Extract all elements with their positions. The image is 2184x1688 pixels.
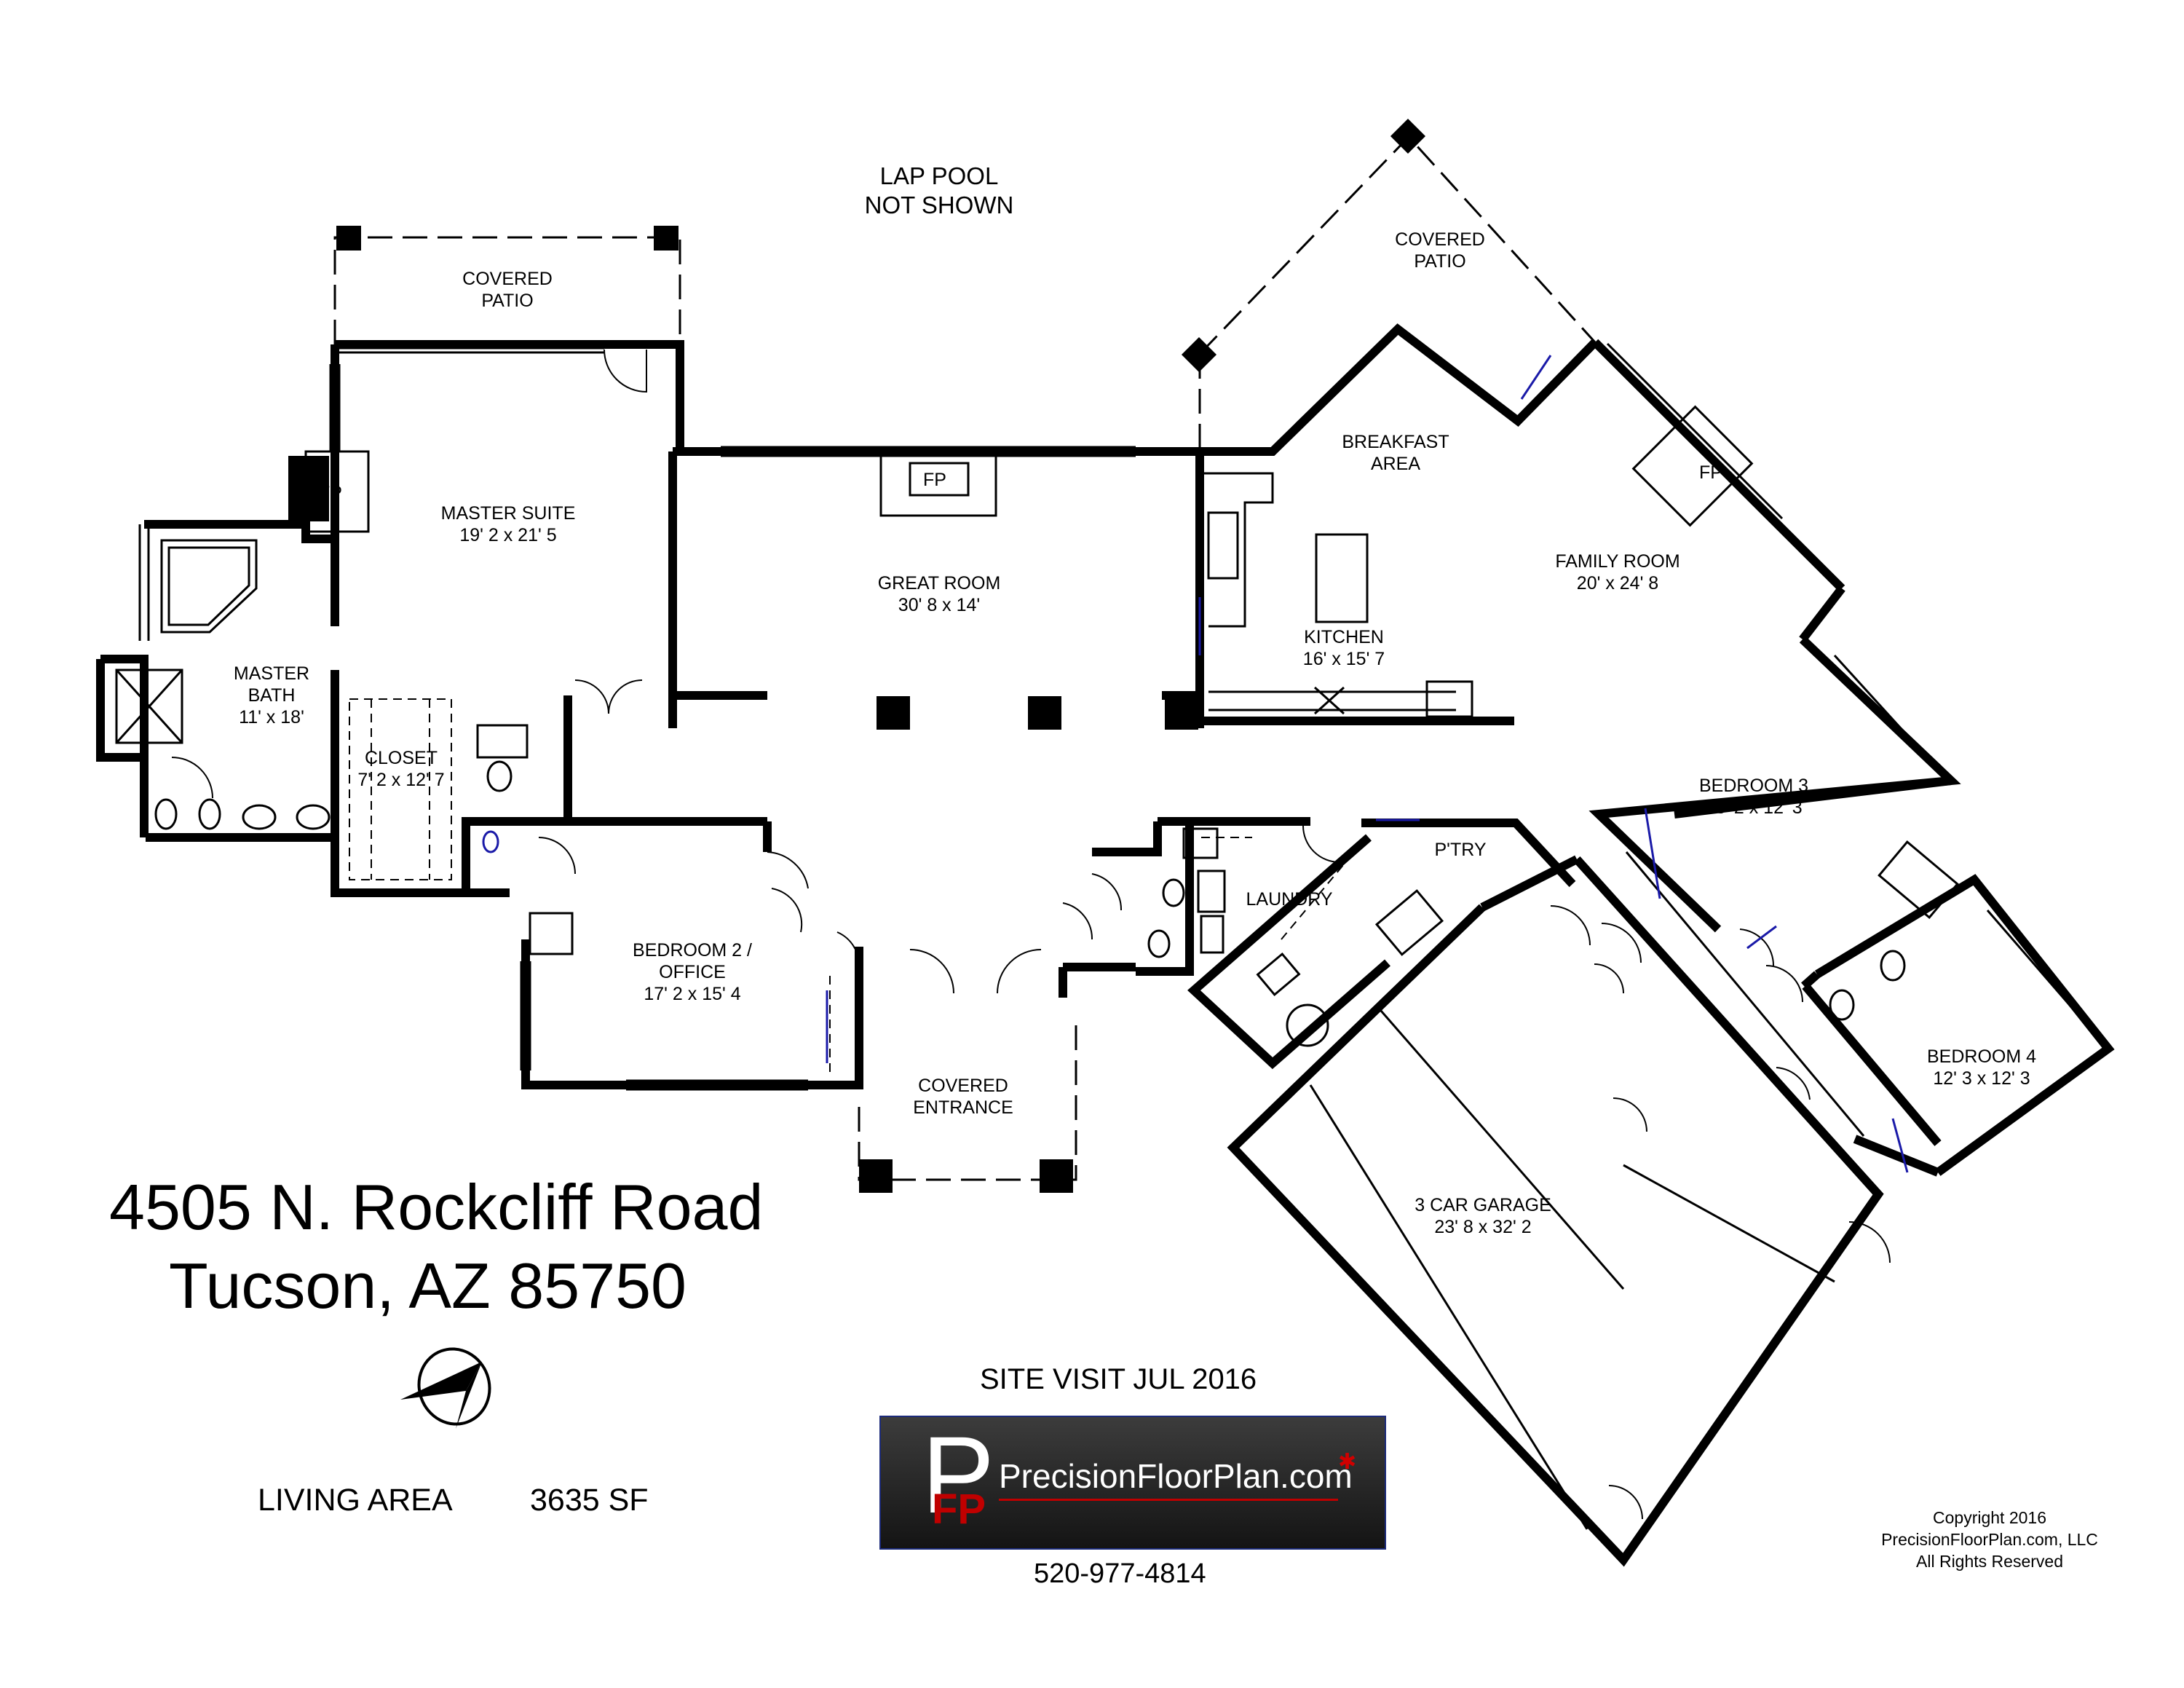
room-laundry: LAUNDRY — [1246, 888, 1332, 910]
logo-fp-letters: FP — [932, 1486, 986, 1533]
room-name: COVERED — [918, 1076, 1008, 1096]
room-garage: 3 CAR GARAGE 23' 8 x 32' 2 — [1415, 1194, 1551, 1238]
blue-door-lines — [826, 355, 1909, 1173]
fireplaces — [304, 405, 1754, 533]
room-bedroom2: BEDROOM 2 / OFFICE 17' 2 x 15' 4 — [633, 939, 752, 1005]
pool-note-line1: LAP POOL — [879, 162, 999, 189]
copyright-block: Copyright 2016 PrecisionFloorPlan.com, L… — [1881, 1507, 2098, 1573]
site-visit-date: SITE VISIT JUL 2016 — [980, 1363, 1257, 1395]
bath-fixtures — [115, 539, 1959, 1047]
room-family-room: FAMILY ROOM 20' x 24' 8 — [1555, 551, 1679, 594]
room-dimensions: 11' x 18' — [239, 707, 304, 727]
room-breakfast-area: BREAKFAST AREA — [1342, 431, 1449, 475]
room-name: FAMILY ROOM — [1555, 551, 1680, 572]
room-master-bath: MASTER BATH 11' x 18' — [234, 663, 309, 728]
living-area-value: 3635 SF — [530, 1483, 649, 1518]
room-name: MASTER — [233, 663, 310, 684]
room-master-suite: MASTER SUITE 19' 2 x 21' 5 — [441, 502, 576, 546]
room-name: 3 CAR GARAGE — [1415, 1195, 1551, 1215]
room-name: P'TRY — [1434, 840, 1487, 860]
room-name: BATH — [248, 685, 296, 706]
room-name: BREAKFAST — [1342, 432, 1449, 452]
room-name: COVERED — [1395, 229, 1485, 250]
company-logo: P FP PrecisionFloorPlan.com ✱ — [879, 1416, 1386, 1550]
room-name: ENTRANCE — [913, 1097, 1013, 1118]
room-name: BEDROOM 2 / — [633, 940, 752, 961]
logo-underline — [999, 1499, 1338, 1501]
room-name: AREA — [1370, 454, 1421, 474]
door-swings — [171, 349, 1891, 1520]
copyright-line: PrecisionFloorPlan.com, LLC — [1881, 1529, 2098, 1549]
room-name: KITCHEN — [1304, 627, 1384, 647]
room-covered-patio-right: COVERED PATIO — [1395, 229, 1485, 272]
room-closet: CLOSET 7' 2 x 12' 7 — [357, 747, 444, 791]
room-dimensions: 17' 2 x 15' 4 — [644, 984, 741, 1004]
room-dimensions: 23' 8 x 32' 2 — [1434, 1217, 1532, 1237]
room-dimensions: 16' x 15' 7 — [1302, 649, 1385, 669]
room-name: OFFICE — [659, 962, 726, 982]
windows — [138, 342, 2084, 1530]
fireplace-label: FP — [319, 483, 342, 503]
room-bedroom3: BEDROOM 3 13' 2 x 12' 3 — [1699, 775, 1808, 819]
room-name: BEDROOM 4 — [1926, 1046, 2037, 1067]
copyright-line: Copyright 2016 — [1933, 1508, 2046, 1527]
closet-shelves — [349, 698, 1362, 1078]
logo-brand-text: PrecisionFloorPlan.com — [999, 1457, 1353, 1495]
logo-star-icon: ✱ — [1338, 1450, 1357, 1474]
room-great-room: GREAT ROOM 30' 8 x 14' — [878, 572, 1001, 616]
living-area-label: LIVING AREA — [258, 1483, 453, 1518]
pool-note-line2: NOT SHOWN — [864, 191, 1014, 218]
room-dimensions: 30' 8 x 14' — [898, 595, 981, 615]
copyright-line: All Rights Reserved — [1916, 1551, 2063, 1571]
address-line1: 4505 N. Rockcliff Road — [109, 1171, 764, 1243]
room-dimensions: 13' 2 x 12' 3 — [1705, 797, 1803, 818]
room-pantry: P'TRY — [1435, 839, 1487, 861]
north-arrow-icon — [400, 1347, 491, 1429]
room-name: CLOSET — [364, 748, 438, 768]
room-dimensions: 19' 2 x 21' 5 — [459, 525, 557, 545]
room-dimensions: 7' 2 x 12' 7 — [357, 770, 445, 790]
room-name: BEDROOM 3 — [1698, 776, 1809, 796]
room-name: PATIO — [481, 291, 534, 311]
room-name: COVERED — [462, 269, 553, 289]
room-name: PATIO — [1414, 251, 1466, 272]
fireplace-label: FP — [923, 470, 946, 490]
fireplace-label: FP — [1699, 462, 1722, 483]
room-covered-patio-left: COVERED PATIO — [462, 268, 553, 312]
room-dimensions: 12' 3 x 12' 3 — [1933, 1068, 2030, 1089]
kitchen-fixtures — [1201, 472, 1473, 718]
room-dimensions: 20' x 24' 8 — [1576, 573, 1659, 593]
address-line2: Tucson, AZ 85750 — [169, 1250, 687, 1322]
room-covered-entrance: COVERED ENTRANCE — [913, 1075, 1013, 1119]
room-name: GREAT ROOM — [877, 573, 1001, 593]
phone-number: 520-977-4814 — [1034, 1558, 1206, 1589]
room-name: LAUNDRY — [1246, 889, 1333, 910]
room-bedroom4: BEDROOM 4 12' 3 x 12' 3 — [1927, 1046, 2036, 1089]
structural-posts — [288, 118, 1426, 1193]
room-kitchen: KITCHEN 16' x 15' 7 — [1303, 626, 1385, 670]
pool-note: LAP POOL NOT SHOWN — [865, 162, 1014, 219]
logo-p-letter: P — [922, 1413, 995, 1536]
room-name: MASTER SUITE — [440, 503, 576, 524]
